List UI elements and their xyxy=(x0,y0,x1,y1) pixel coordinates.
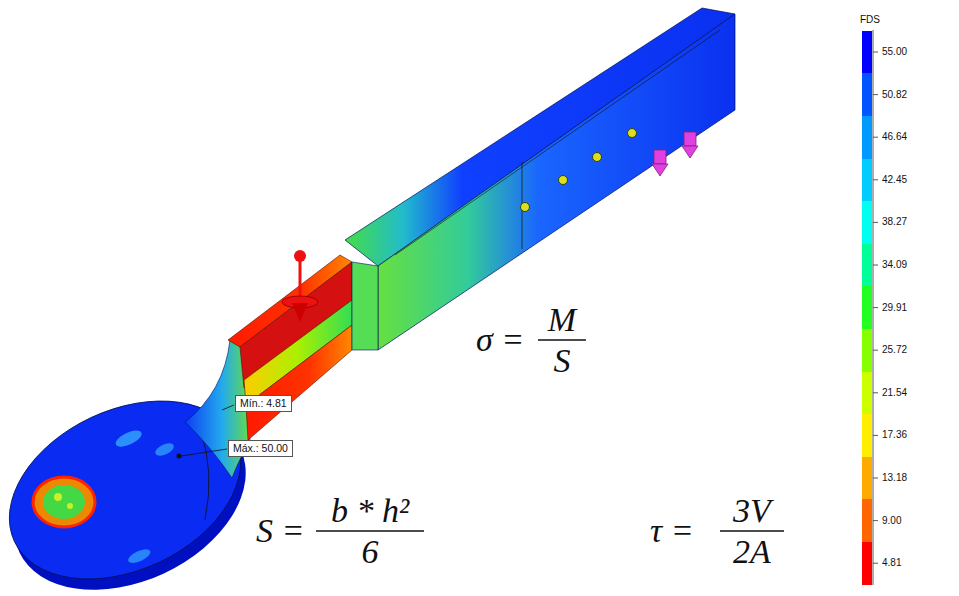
step-face xyxy=(352,262,378,350)
stress-spot xyxy=(54,493,62,501)
legend-value: 25.72 xyxy=(882,344,907,356)
legend-tick xyxy=(873,350,878,351)
hole xyxy=(521,203,530,212)
legend-swatch xyxy=(862,457,872,500)
legend-tick xyxy=(873,137,878,138)
legend-value: 9.00 xyxy=(882,515,901,527)
formula-text: 6 xyxy=(362,535,379,569)
legend-swatch xyxy=(862,329,872,372)
legend-tick xyxy=(873,478,878,479)
legend-swatch xyxy=(862,244,872,287)
handle-front xyxy=(378,14,735,350)
legend-tick xyxy=(873,520,878,521)
legend-tick xyxy=(873,265,878,266)
legend-title: FDS xyxy=(860,14,880,26)
edge-line xyxy=(395,30,720,255)
fraction-bar xyxy=(316,530,424,532)
callout-text: Máx.: 50.00 xyxy=(233,442,288,455)
hole-center xyxy=(43,485,85,519)
legend-swatch xyxy=(862,286,872,329)
legend-swatch xyxy=(862,116,872,159)
legend-tick xyxy=(873,563,878,564)
lower-rail xyxy=(246,325,352,440)
legend-value: 34.09 xyxy=(882,259,907,271)
fraction-bar xyxy=(720,530,784,532)
legend-tick xyxy=(873,94,878,95)
max-callout: Máx.: 50.00 xyxy=(228,440,293,457)
formula-text: τ = xyxy=(650,514,694,548)
stress-patch xyxy=(113,427,143,450)
fixture xyxy=(652,164,668,176)
hole xyxy=(559,176,568,185)
legend-value: 17.36 xyxy=(882,429,907,441)
holes xyxy=(521,129,637,212)
legend-tick xyxy=(873,435,878,436)
legend-tick xyxy=(873,392,878,393)
fixture-symbol xyxy=(652,132,698,176)
force-head xyxy=(292,303,308,322)
legend-value: 50.82 xyxy=(882,89,907,101)
force-ball xyxy=(294,250,306,262)
force-stem xyxy=(299,258,302,300)
fixture xyxy=(684,132,696,146)
force-symbol xyxy=(282,250,318,322)
stress-spot xyxy=(67,503,73,509)
hole-ring xyxy=(33,477,95,527)
legend-swatch xyxy=(862,372,872,415)
formula-text: M xyxy=(548,303,576,337)
leader-dot xyxy=(177,454,182,459)
legend-ticks xyxy=(873,30,878,585)
formula-text: σ = xyxy=(476,323,524,357)
legend-tick xyxy=(873,222,878,223)
hole xyxy=(628,129,637,138)
legend-swatch xyxy=(862,73,872,116)
legend-swatch xyxy=(862,499,872,542)
fixture xyxy=(654,150,666,164)
legend-swatch xyxy=(862,159,872,202)
formula-text: 2A xyxy=(733,535,771,569)
min-callout: Mín.: 4.81 xyxy=(235,395,292,412)
legend-swatch xyxy=(862,542,872,585)
legend-tick xyxy=(873,52,878,53)
fixture xyxy=(682,146,698,158)
stress-patch xyxy=(153,441,175,459)
legend-value: 4.81 xyxy=(882,557,901,569)
formula-text: b * h² xyxy=(331,494,409,528)
legend-value: 42.45 xyxy=(882,174,907,186)
fraction-bar xyxy=(538,339,586,341)
leader-line xyxy=(222,405,234,410)
stress-patch xyxy=(126,547,152,566)
legend-value: 55.00 xyxy=(882,46,907,58)
formula-text: 3V xyxy=(733,494,771,528)
formula-text: S xyxy=(554,344,571,378)
legend-value: 46.64 xyxy=(882,131,907,143)
legend-value: 21.54 xyxy=(882,387,907,399)
leader-line xyxy=(181,449,227,456)
legend-swatch xyxy=(862,201,872,244)
callout-text: Mín.: 4.81 xyxy=(240,397,287,410)
formula-text: S = xyxy=(256,514,304,548)
legend-value: 13.18 xyxy=(882,472,907,484)
legend-value: 29.91 xyxy=(882,302,907,314)
legend-swatch xyxy=(862,414,872,457)
legend-swatch xyxy=(862,31,872,74)
legend-tick xyxy=(873,179,878,180)
legend-tick xyxy=(873,307,878,308)
legend-value: 38.27 xyxy=(882,216,907,228)
hole xyxy=(593,153,602,162)
